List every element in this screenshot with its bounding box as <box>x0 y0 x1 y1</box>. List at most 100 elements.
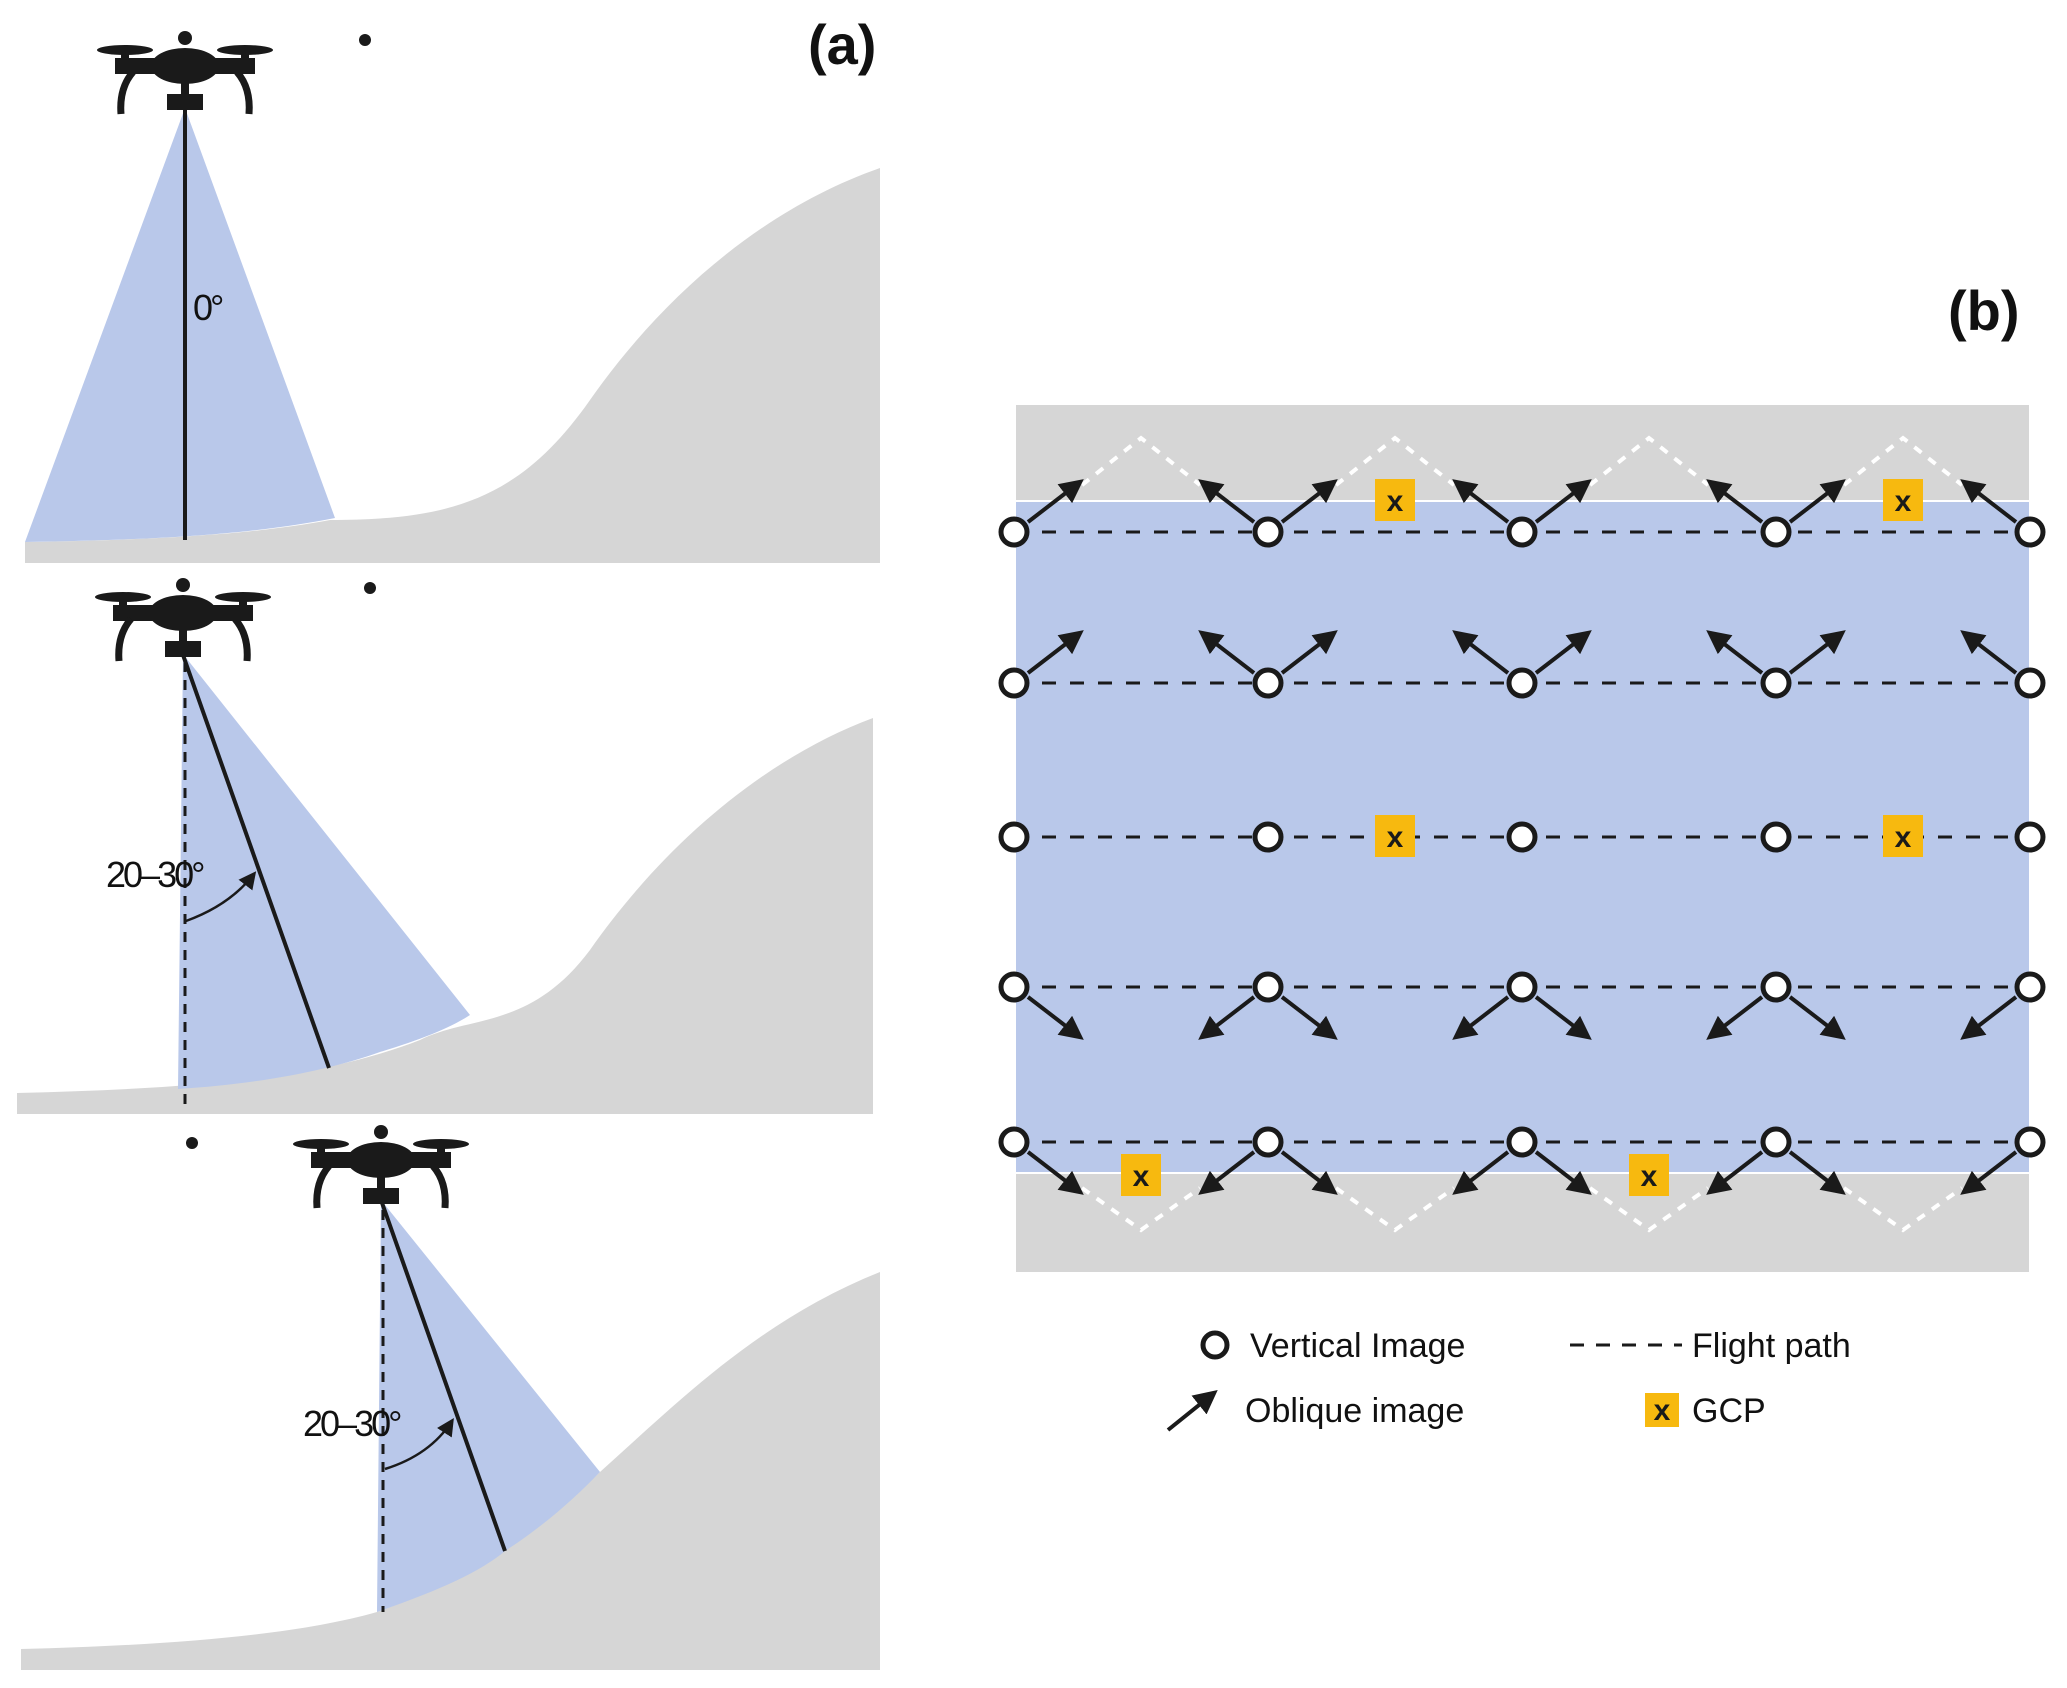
oblique-image-arrow <box>1198 1150 1256 1195</box>
vertical-image-marker <box>2014 516 2046 548</box>
oblique-image-arrow <box>1280 479 1338 524</box>
vertical-image-marker <box>1252 516 1284 548</box>
oblique-image-arrow <box>1788 1150 1846 1195</box>
terrain-3 <box>21 1272 880 1670</box>
terrain-2 <box>17 718 873 1114</box>
legend-vertical-image-label: Vertical Image <box>1250 1327 1465 1365</box>
oblique-image-arrow <box>1706 1150 1764 1195</box>
oblique-image-arrow <box>1280 995 1338 1040</box>
legend-oblique-image-label: Oblique image <box>1245 1392 1464 1430</box>
oblique-image-arrow <box>1280 630 1338 675</box>
oblique-image-arrow <box>1198 995 1256 1040</box>
vertical-image-marker <box>1760 1126 1792 1158</box>
legend-flight-path-label: Flight path <box>1692 1327 1851 1365</box>
vertical-image-marker <box>1760 821 1792 853</box>
vertical-image-marker <box>2014 1126 2046 1158</box>
gcp-marker <box>1375 479 1415 521</box>
camera-cone-vertical <box>25 108 335 542</box>
gcp-symbol: x <box>1895 485 1912 518</box>
gcp-marker <box>1375 815 1415 857</box>
oblique-image-arrow <box>1198 630 1256 675</box>
oblique-image-arrow <box>1706 630 1764 675</box>
vertical-image-marker <box>1760 516 1792 548</box>
gcp-marker <box>1883 479 1923 521</box>
panel-a-label: (a) <box>808 13 876 76</box>
oblique-image-arrow <box>1534 995 1592 1040</box>
oblique-image-arrow <box>1026 1150 1084 1195</box>
vertical-image-marker <box>1252 667 1284 699</box>
oblique-image-arrow <box>1026 630 1084 675</box>
angle-label-20-30-b: 20–30° <box>303 1403 401 1444</box>
drone-icon <box>293 1125 469 1208</box>
oblique-image-arrow <box>1026 479 1084 524</box>
camera-cone-oblique-3 <box>377 1200 600 1612</box>
vertical-image-marker <box>1252 1126 1284 1158</box>
oblique-image-arrow <box>1534 479 1592 524</box>
flight-turn-zigzag-top <box>1080 435 1964 487</box>
vertical-image-marker <box>2014 971 2046 1003</box>
angle-arc-arrow <box>384 1418 454 1471</box>
oblique-image-arrow <box>1452 995 1510 1040</box>
vertical-image-marker <box>1252 971 1284 1003</box>
legend-gcp-symbol: x <box>1654 1394 1671 1427</box>
vertical-image-marker <box>1506 971 1538 1003</box>
angle-arc-arrow <box>185 871 257 923</box>
vertical-image-marker <box>998 667 1030 699</box>
vertical-image-marker <box>1506 821 1538 853</box>
oblique-image-arrow <box>1788 479 1846 524</box>
legend: Vertical Image Flight path Oblique image… <box>1166 1327 1851 1432</box>
vertical-image-marker <box>2014 667 2046 699</box>
oblique-axis-line <box>181 654 331 1069</box>
vertical-image-marker <box>1252 821 1284 853</box>
drone-icon <box>95 578 271 661</box>
vertical-image-marker <box>998 821 1030 853</box>
vertical-image-marker <box>998 516 1030 548</box>
oblique-axis-line <box>379 1199 507 1552</box>
angle-label-0: 0° <box>193 287 223 328</box>
vertical-image-marker <box>1506 667 1538 699</box>
gcp-marker <box>1629 1154 1669 1196</box>
decorative-dot <box>364 582 376 594</box>
vertical-image-marker <box>2014 821 2046 853</box>
gcp-symbol: x <box>1387 821 1404 854</box>
oblique-image-arrow <box>1706 995 1764 1040</box>
gcp-symbol: x <box>1895 821 1912 854</box>
camera-cone-oblique-2 <box>178 654 470 1089</box>
oblique-image-arrow <box>1960 479 2018 524</box>
oblique-image-arrow <box>1960 1150 2018 1195</box>
legend-gcp-icon <box>1645 1393 1679 1427</box>
decorative-dot <box>186 1137 198 1149</box>
oblique-image-arrow <box>1706 479 1764 524</box>
panel-a-oblique-view-slope: 20–30° <box>21 1125 880 1670</box>
angle-label-20-30-a: 20–30° <box>106 854 204 895</box>
oblique-image-arrow <box>1788 630 1846 675</box>
oblique-image-arrow <box>1452 1150 1510 1195</box>
vertical-image-marker <box>1760 971 1792 1003</box>
gcp-marker <box>1121 1154 1161 1196</box>
drone-icon <box>97 31 273 114</box>
oblique-image-arrow <box>1198 479 1256 524</box>
panel-a-oblique-view-flat: 20–30° <box>17 578 873 1114</box>
ground-band-1 <box>25 542 880 563</box>
vertical-image-marker <box>1506 516 1538 548</box>
panel-b-label: (b) <box>1948 279 2020 342</box>
gcp-marker <box>1883 815 1923 857</box>
oblique-image-arrow <box>1452 630 1510 675</box>
legend-gcp-label: GCP <box>1692 1392 1766 1430</box>
vertical-image-marker <box>1760 667 1792 699</box>
decorative-dot <box>359 34 371 46</box>
oblique-image-arrow <box>1026 995 1084 1040</box>
oblique-image-arrow <box>1960 995 2018 1040</box>
oblique-image-arrow <box>1788 995 1846 1040</box>
legend-oblique-image-icon <box>1166 1389 1218 1432</box>
vertical-image-marker <box>998 1126 1030 1158</box>
oblique-image-arrow <box>1452 479 1510 524</box>
gcp-symbol: x <box>1133 1160 1150 1193</box>
ground-band-2 <box>17 1093 873 1114</box>
oblique-image-arrow <box>1280 1150 1338 1195</box>
vertical-image-marker <box>998 971 1030 1003</box>
flight-turn-zigzag-bottom <box>1080 1186 1964 1233</box>
gcp-symbol: x <box>1387 485 1404 518</box>
